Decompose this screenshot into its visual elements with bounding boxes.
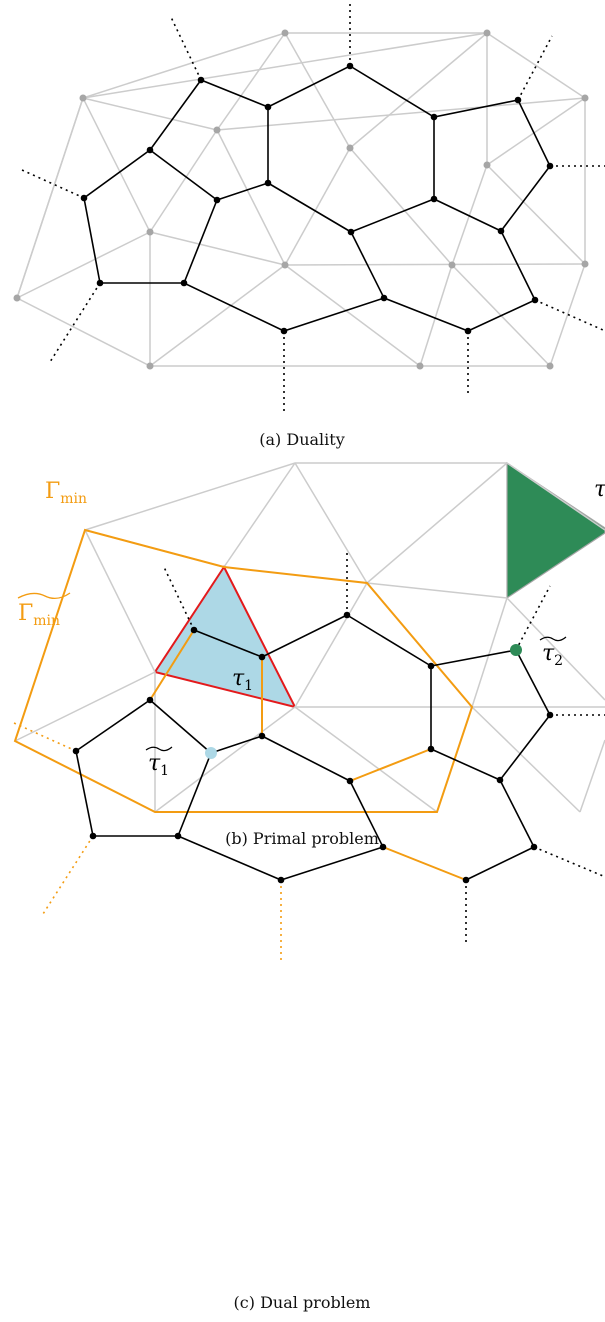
tau1-triangle — [153, 565, 297, 709]
dual-vertices — [80, 62, 554, 335]
tau1-label: τ1 — [232, 666, 253, 694]
gamma-min-label: Γmin — [45, 479, 87, 507]
caption-dual: (c) Dual problem — [234, 1293, 371, 1312]
panel-dual-problem: Γmin τ1 τ2 (c) Dual problem — [13, 551, 605, 1312]
tau2-label-partial: τ — [594, 477, 605, 502]
dual-graph — [83, 65, 551, 332]
caption-duality: (a) Duality — [259, 430, 344, 449]
gamma-min-tilde-label: Γmin — [17, 592, 71, 629]
svg-text:τ1: τ1 — [148, 751, 169, 779]
primal-mesh-b — [14, 462, 605, 813]
dual-external-edges — [21, 2, 605, 412]
tau2-triangle — [506, 461, 605, 600]
primal-vertices — [13, 29, 589, 370]
tau2-tilde-label: τ2 — [539, 636, 567, 669]
tau1-tilde-label: τ1 — [145, 746, 173, 779]
dual-vertices-c — [72, 611, 554, 884]
tau2-dual-node — [510, 644, 522, 656]
caption-primal: (b) Primal problem — [225, 829, 379, 848]
svg-text:Γmin: Γmin — [18, 601, 60, 629]
panel-duality: (a) Duality — [13, 2, 605, 449]
cut-edges-dual — [149, 629, 467, 881]
external-edges-dual — [13, 551, 605, 961]
svg-text:τ2: τ2 — [542, 641, 563, 669]
dual-graph-c — [75, 614, 551, 881]
tau1-dual-node — [205, 747, 217, 759]
panel-primal-problem: Γmin τ1 τ (b) Primal problem — [13, 461, 605, 848]
